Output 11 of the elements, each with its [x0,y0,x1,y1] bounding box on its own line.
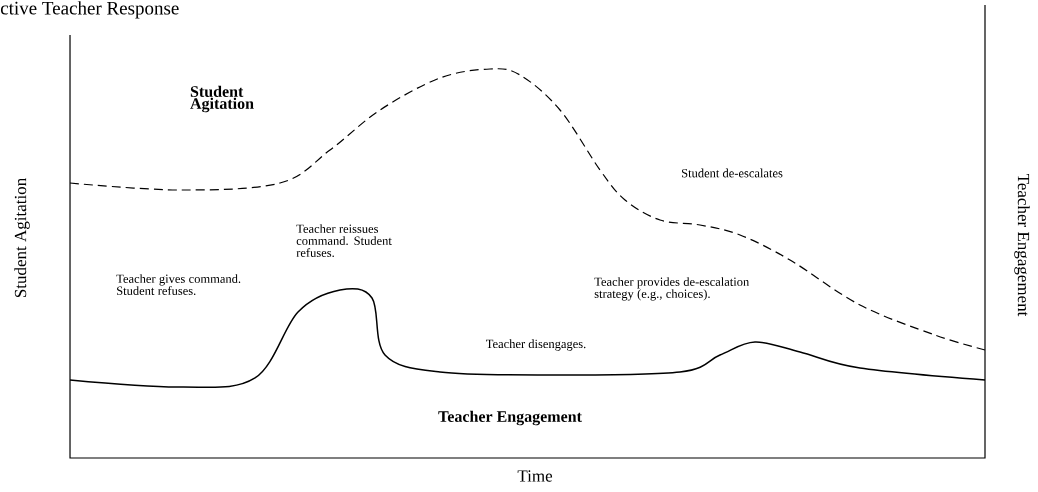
annotation: Teacher provides de-escalation strategy (e.g., choices). [594,277,750,301]
axis-label: Time [517,470,553,482]
title: ctive Teacher Response [0,1,179,19]
annotation: Teacher gives command. Student refuses. [116,274,241,296]
curve-label: Teacher Engagement [438,410,582,426]
annotation: Student de-escalates [682,168,783,178]
annotation: Teacher disengages. [486,339,586,351]
curve-label: Student Agitation [190,85,254,113]
axis-label: Teacher Engagement [1014,173,1030,317]
axis-label: Student Agitation [14,178,30,298]
annotation: Teacher reissues command. Student refuses. [296,224,392,258]
